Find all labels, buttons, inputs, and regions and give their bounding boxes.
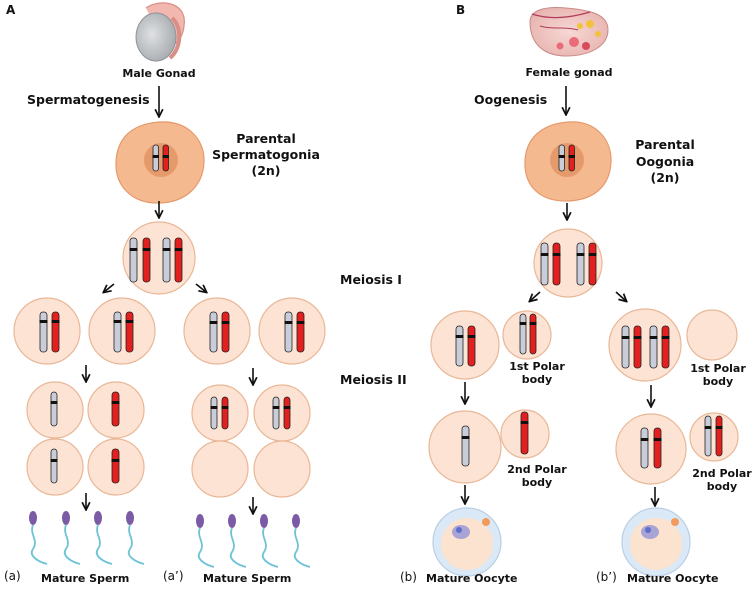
female-gonad-icon bbox=[529, 7, 609, 57]
tag-a: (a) bbox=[4, 569, 21, 583]
secondary-oocyte-b bbox=[430, 310, 552, 380]
ootid-b bbox=[428, 409, 550, 484]
meiosis1-label: Meiosis I bbox=[340, 272, 402, 287]
mature-oocyte-label-b-prime: Mature Oocyte bbox=[627, 572, 719, 585]
secondary-cells-a bbox=[13, 297, 156, 365]
parent-spermatogonia-cell bbox=[115, 121, 205, 204]
tag-b-prime: (b’) bbox=[596, 570, 617, 584]
tag-a-prime: (a’) bbox=[163, 569, 184, 583]
parent-a-line1: Parental bbox=[236, 131, 296, 146]
arrow bbox=[104, 283, 115, 292]
mature-sperm-label-a: Mature Sperm bbox=[41, 572, 129, 585]
panel-a-letter: A bbox=[6, 3, 16, 17]
spermatogenesis-label: Spermatogenesis bbox=[27, 92, 150, 107]
ootid-b-prime bbox=[615, 412, 739, 485]
tag-b: (b) bbox=[400, 570, 417, 584]
haploid-cells-a bbox=[26, 381, 145, 496]
parent-b-line3: (2n) bbox=[650, 170, 679, 185]
arrow bbox=[195, 283, 206, 292]
parent-a-line3: (2n) bbox=[251, 163, 280, 178]
parent-oogonia-cell bbox=[524, 121, 612, 202]
polar2-bp-line2: body bbox=[707, 480, 737, 493]
parent-b-line1: Parental bbox=[635, 137, 695, 152]
male-gonad-icon bbox=[135, 2, 185, 62]
parent-b-line2: Oogonia bbox=[636, 154, 694, 169]
polar2-bp-line1: 2nd Polar bbox=[692, 467, 752, 480]
meiosis2-label: Meiosis II bbox=[340, 372, 407, 387]
parent-a-line2: Spermatogonia bbox=[212, 147, 320, 162]
oocyte-icon-b-prime bbox=[621, 507, 691, 577]
polar1-b-line1: 1st Polar bbox=[509, 360, 565, 373]
male-gonad-label: Male Gonad bbox=[122, 67, 195, 80]
haploid-cells-a-prime bbox=[191, 384, 311, 498]
polar2-b-line2: body bbox=[522, 476, 552, 489]
meiosis1-cell-b bbox=[533, 228, 603, 298]
meiosis1-cell-a bbox=[122, 221, 196, 295]
mature-sperm-label-a-prime: Mature Sperm bbox=[203, 572, 291, 585]
secondary-oocyte-b-prime bbox=[608, 308, 738, 382]
sperm-icons-a-prime bbox=[196, 514, 311, 568]
panel-b-letter: B bbox=[456, 3, 465, 17]
female-gonad-label: Female gonad bbox=[525, 66, 612, 79]
polar1-bp-line1: 1st Polar bbox=[690, 362, 746, 375]
arrow bbox=[530, 291, 541, 301]
oocyte-icon-b bbox=[432, 507, 502, 577]
oogenesis-label: Oogenesis bbox=[474, 92, 547, 107]
polar1-b-line2: body bbox=[522, 373, 552, 386]
polar1-bp-line2: body bbox=[703, 375, 733, 388]
mature-oocyte-label-b: Mature Oocyte bbox=[426, 572, 518, 585]
secondary-cells-a-prime bbox=[183, 297, 326, 365]
polar2-b-line1: 2nd Polar bbox=[507, 463, 567, 476]
arrow bbox=[615, 291, 626, 301]
sperm-icons-a bbox=[29, 511, 145, 565]
